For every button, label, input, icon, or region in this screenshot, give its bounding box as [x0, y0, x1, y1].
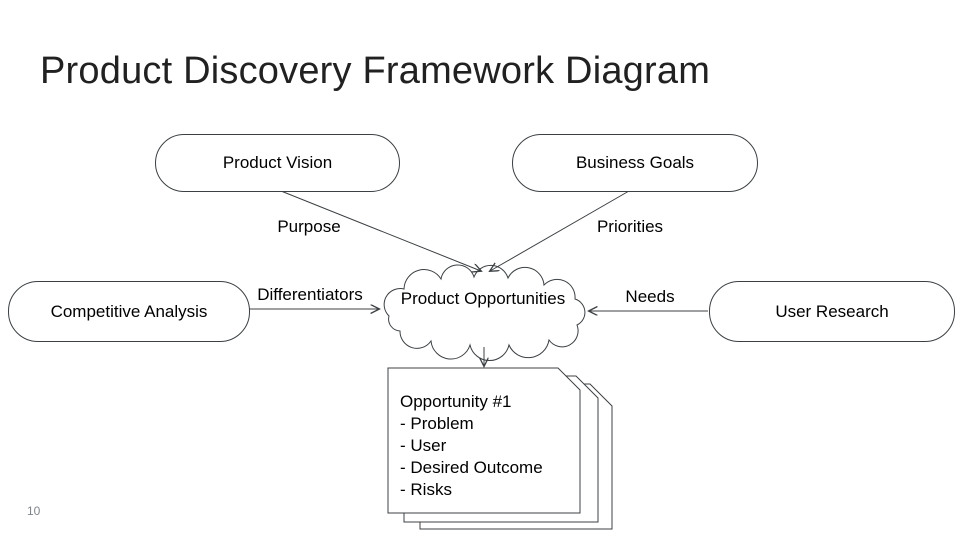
edge-label-needs: Needs [625, 287, 675, 306]
node-business-goals-label: Business Goals [575, 153, 695, 172]
opportunity-card-line: - Desired Outcome [400, 458, 543, 477]
edge-label-priorities: Priorities [596, 217, 664, 236]
edge-label-purpose: Purpose [277, 217, 341, 236]
opportunity-card-line: - Risks [400, 480, 452, 499]
slide-title: Product Discovery Framework Diagram [40, 50, 711, 92]
node-business-goals: Business Goals [512, 134, 758, 192]
page-number: 10 [27, 504, 41, 518]
opportunity-card-stack [387, 367, 613, 530]
node-product-opportunities-label: Product Opportunities [400, 289, 566, 308]
connector-priorities [490, 190, 630, 271]
opportunity-card-line: Opportunity #1 [400, 392, 512, 411]
node-user-research-label: User Research [775, 301, 889, 321]
edge-label-differentiators: Differentiators [257, 285, 363, 304]
opportunity-card-line: - Problem [400, 414, 474, 433]
node-competitive-analysis-label: Competitive Analysis [50, 301, 208, 321]
node-product-vision: Product Vision [155, 134, 400, 192]
opportunity-card-line: - User [400, 436, 447, 455]
cloud-product-opportunities [383, 264, 586, 361]
opportunity-card-front [387, 367, 581, 514]
node-competitive-analysis: Competitive Analysis [8, 281, 250, 342]
node-product-vision-label: Product Vision [222, 153, 333, 172]
node-user-research: User Research [709, 281, 955, 342]
connector-purpose [280, 190, 481, 271]
opportunity-card-text: Opportunity #1 - Problem - User - Desire… [400, 391, 575, 501]
